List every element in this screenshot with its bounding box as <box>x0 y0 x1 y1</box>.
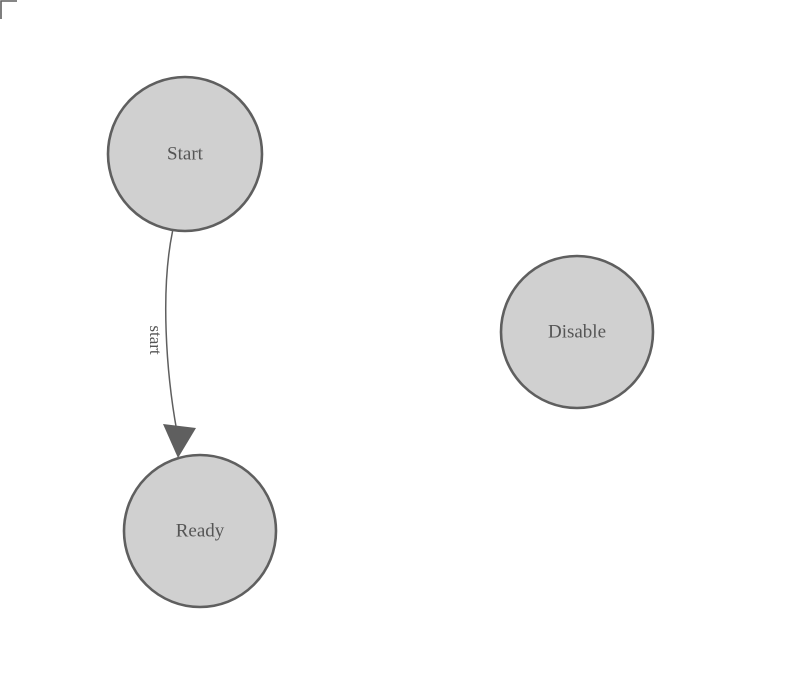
node-shape-ready[interactable] <box>122 453 278 609</box>
edges-layer: start <box>146 230 196 458</box>
corner-bracket-top-left-icon <box>0 0 17 19</box>
node-ready[interactable]: Ready <box>122 453 278 609</box>
edge-arrowhead-icon <box>163 424 196 458</box>
edge-start-to-ready: start <box>146 230 196 458</box>
edge-line <box>164 230 178 433</box>
node-shape-start[interactable] <box>106 75 264 233</box>
node-label-ready: Ready <box>176 520 225 541</box>
node-label-disable: Disable <box>548 321 606 342</box>
node-label-start: Start <box>167 143 204 164</box>
node-start[interactable]: Start <box>106 75 264 233</box>
edge-label: start <box>146 325 165 355</box>
node-disable[interactable]: Disable <box>499 254 655 410</box>
node-shape-disable[interactable] <box>499 254 655 410</box>
canvas-marks-layer <box>0 0 17 19</box>
